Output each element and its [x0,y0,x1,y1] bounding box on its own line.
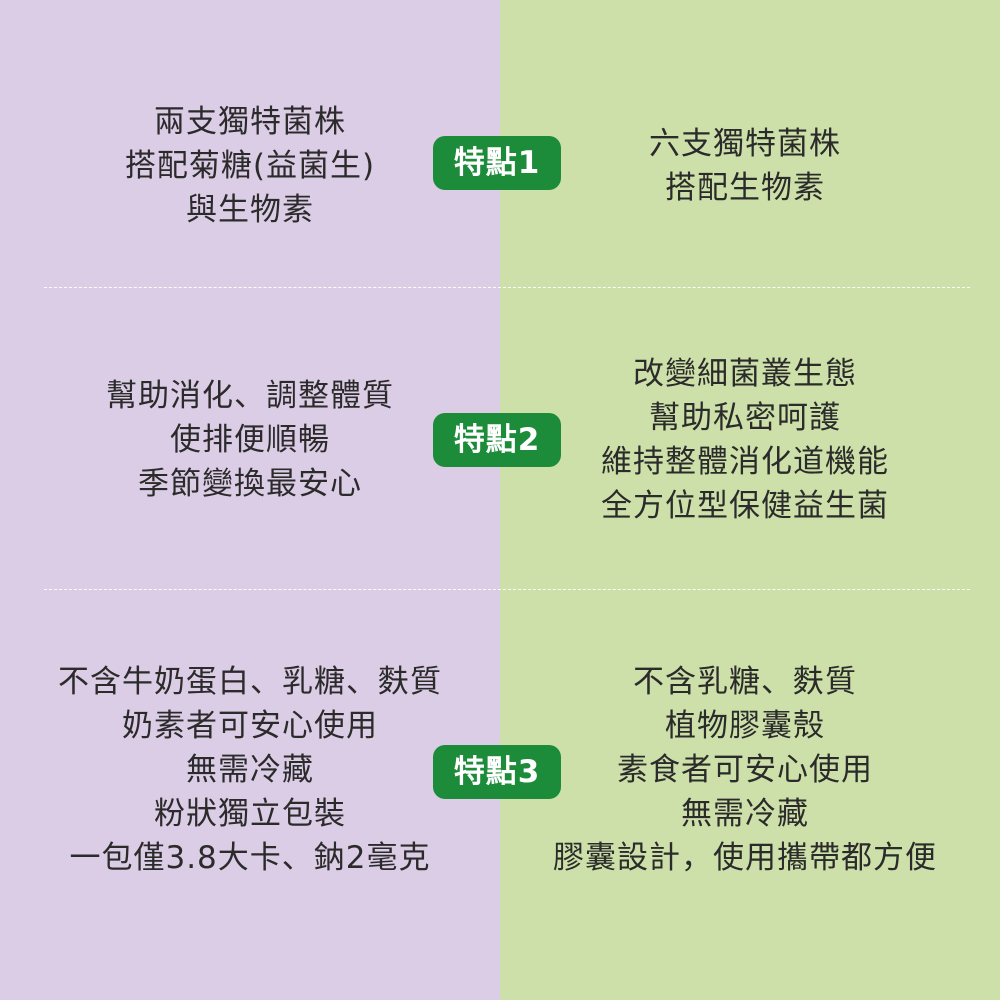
text-line: 幫助私密呵護 [649,400,841,436]
feature-2-left-text: 幫助消化、調整體質 使排便順暢 季節變換最安心 [0,374,500,506]
text-line: 不含乳糖、麩質 [633,664,857,700]
text-line: 使排便順暢 [170,422,330,458]
text-line: 全方位型保健益生菌 [601,488,889,524]
text-line: 素食者可安心使用 [617,752,873,788]
text-line: 六支獨特菌株 [649,126,841,162]
text-line: 一包僅3.8大卡、鈉2毫克 [69,840,431,876]
feature-1-right-text: 六支獨特菌株 搭配生物素 [495,122,995,210]
text-line: 維持整體消化道機能 [601,444,889,480]
text-line: 季節變換最安心 [138,466,362,502]
text-line: 兩支獨特菌株 [154,104,346,140]
feature-3-left-text: 不含牛奶蛋白、乳糖、麩質 奶素者可安心使用 無需冷藏 粉狀獨立包裝 一包僅3.8… [0,660,500,880]
text-line: 植物膠囊殼 [665,708,825,744]
text-line: 改變細菌叢生態 [633,356,857,392]
feature-2-badge: 特點2 [433,413,561,467]
feature-1-left-text: 兩支獨特菌株 搭配菊糖(益菌生) 與生物素 [0,100,500,232]
text-line: 膠囊設計，使用攜帶都方便 [553,840,937,876]
text-line: 搭配生物素 [665,170,825,206]
text-line: 不含牛奶蛋白、乳糖、麩質 [58,664,442,700]
left-panel [0,0,500,1000]
feature-1-badge: 特點1 [433,136,561,190]
text-line: 奶素者可安心使用 [122,708,378,744]
feature-3-right-text: 不含乳糖、麩質 植物膠囊殼 素食者可安心使用 無需冷藏 膠囊設計，使用攜帶都方便 [495,660,995,880]
feature-2-right-text: 改變細菌叢生態 幫助私密呵護 維持整體消化道機能 全方位型保健益生菌 [495,352,995,528]
feature-3-badge: 特點3 [433,745,561,799]
text-line: 與生物素 [186,192,314,228]
dashed-divider [44,589,970,590]
text-line: 粉狀獨立包裝 [154,796,346,832]
text-line: 無需冷藏 [186,752,314,788]
text-line: 搭配菊糖(益菌生) [124,148,376,184]
dashed-divider [44,287,970,288]
text-line: 幫助消化、調整體質 [106,378,394,414]
right-panel [500,0,1000,1000]
text-line: 無需冷藏 [681,796,809,832]
